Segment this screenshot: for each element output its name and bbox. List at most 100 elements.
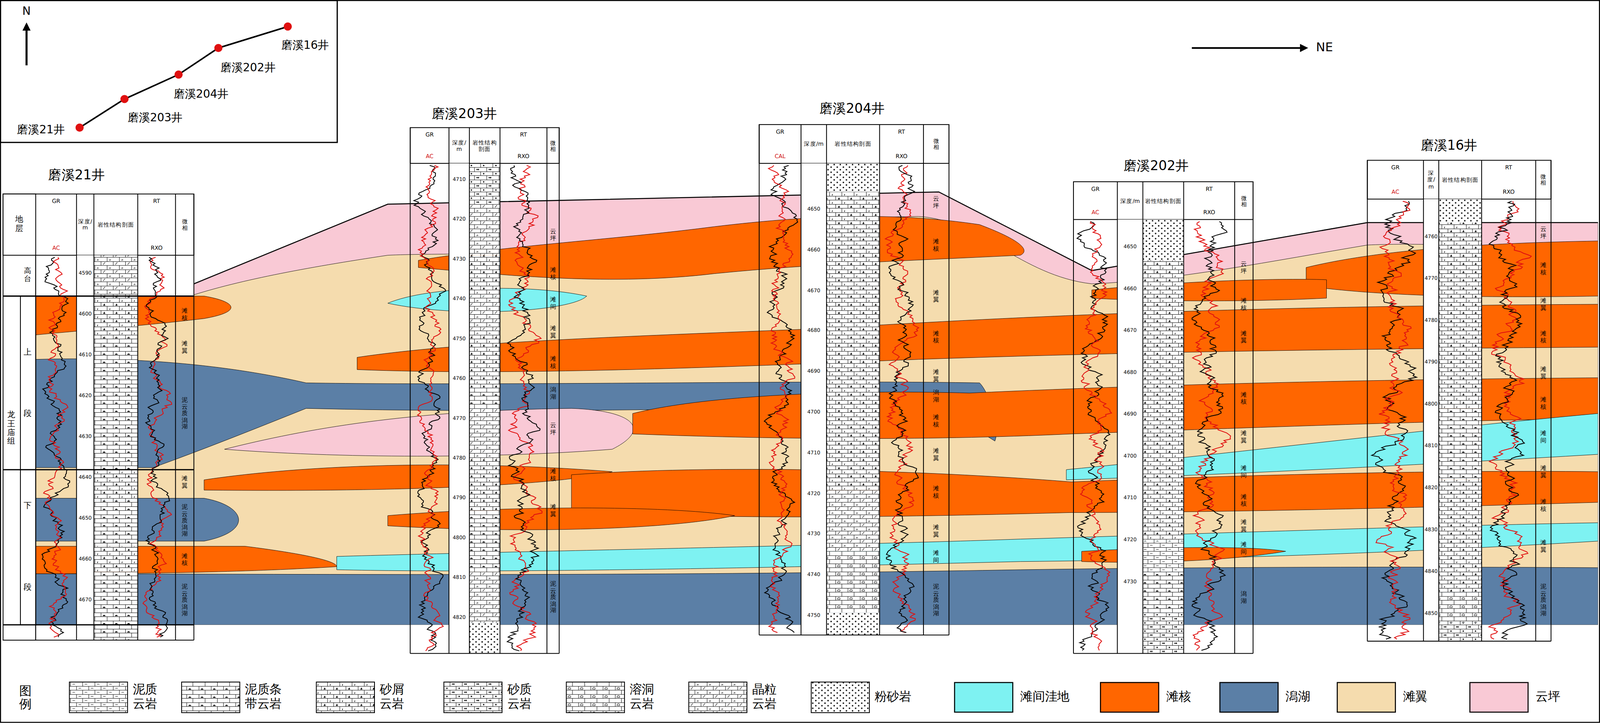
header-box — [1367, 160, 1552, 199]
direction-arrow — [1191, 47, 1307, 49]
strata-name: 段 — [23, 408, 32, 418]
depth-tick: 4850 — [1424, 610, 1438, 617]
section-group — [3, 124, 1598, 713]
facies-label: 滩核 — [933, 330, 940, 344]
column-divider — [1252, 181, 1254, 653]
facies-band — [204, 464, 613, 491]
lithology-segment — [1438, 591, 1482, 623]
depth-tick: 4720 — [807, 490, 821, 497]
lithology-header: 岩性结构剖面 — [1440, 176, 1480, 183]
depth-tick: 4680 — [807, 328, 821, 335]
facies-label: 泥云质潟湖 — [933, 583, 940, 617]
depth-header: 深度/m — [802, 140, 826, 148]
log-curve — [1375, 200, 1412, 639]
depth-tick: 4780 — [452, 455, 466, 462]
legend-pattern — [181, 681, 240, 713]
log-header: AC — [1091, 208, 1100, 216]
header-box — [410, 127, 559, 164]
column-divider — [1423, 160, 1424, 641]
depth-tick: 4710 — [807, 450, 821, 457]
well-title: 磨溪204井 — [819, 101, 885, 117]
depth-column — [801, 163, 827, 635]
log-curve — [145, 257, 170, 637]
log-header: GR — [52, 197, 61, 205]
lithology-segment — [469, 204, 501, 256]
lithology-segment — [1142, 219, 1184, 261]
log-curve — [507, 165, 541, 651]
column-divider — [137, 194, 139, 641]
column-divider — [1073, 181, 1074, 653]
depth-tick: 4740 — [807, 571, 821, 578]
well-dot — [214, 44, 223, 53]
facies-label: 滩核 — [1540, 261, 1547, 276]
column-bottom — [35, 639, 194, 641]
column-divider — [1366, 160, 1368, 641]
depth-tick: 4750 — [807, 612, 821, 619]
depth-tick: 4620 — [78, 392, 92, 399]
column-divider — [1183, 181, 1184, 653]
lithology-segment — [1438, 222, 1482, 409]
legend-text: 潟湖 — [1285, 689, 1310, 704]
lithology-segment — [469, 296, 501, 337]
facies-label: 滩核 — [1540, 396, 1547, 411]
legend-text: 云坪 — [1535, 689, 1560, 704]
strata-boundary — [3, 468, 195, 471]
column-divider — [1550, 160, 1552, 641]
top-line — [194, 191, 1598, 284]
lithology-segment — [469, 408, 501, 460]
well-title: 磨溪202井 — [1123, 158, 1189, 175]
facies-label: 泥云质潟湖 — [181, 583, 188, 617]
strata-divider — [20, 296, 21, 625]
facies-band — [387, 507, 735, 530]
depth-tick: 4760 — [1424, 233, 1438, 240]
column-divider — [1481, 160, 1482, 641]
legend-text: 粉砂岩 — [874, 689, 912, 704]
inset-well: 磨溪203井 — [127, 112, 183, 125]
facies-header: 微相 — [933, 137, 940, 151]
lithology-segment — [469, 459, 501, 511]
strata-name: 下 — [23, 500, 32, 510]
strata-boundary — [3, 295, 195, 297]
column-divider — [93, 194, 95, 641]
depth-tick: 4730 — [807, 531, 821, 538]
well-dot — [174, 70, 183, 79]
depth-tick: 4720 — [452, 216, 466, 223]
legend-swatch — [1219, 681, 1279, 713]
depth-tick: 4800 — [452, 534, 466, 541]
depth-tick: 4730 — [1123, 578, 1137, 585]
depth-tick: 4800 — [1424, 401, 1438, 408]
lithology-segment — [94, 571, 139, 640]
depth-tick: 4640 — [78, 474, 92, 481]
facies-label: 潟湖 — [1240, 590, 1247, 604]
direction-label: NE — [1315, 40, 1333, 55]
depth-tick: 4720 — [1123, 536, 1137, 543]
lithology-header: 岩性结构剖面 — [828, 140, 879, 148]
log-curve — [42, 257, 70, 637]
legend-text: 滩间洼地 — [1020, 689, 1070, 704]
lithology-segment — [826, 612, 880, 635]
well-title: 磨溪21井 — [48, 168, 105, 184]
legend-text: 泥质条带云岩 — [244, 682, 285, 711]
facies-label: 滩核 — [181, 307, 188, 322]
legend-swatch — [1469, 681, 1529, 713]
column-divider — [1438, 160, 1440, 641]
column-divider — [1117, 181, 1118, 653]
facies-label: 滩翼 — [181, 474, 188, 489]
depth-tick: 4840 — [1424, 568, 1438, 575]
column-divider — [826, 124, 828, 635]
facies-label: 泥云质潟湖 — [181, 503, 188, 538]
lithology-segment — [94, 255, 139, 297]
facies-header: 微相 — [182, 218, 188, 231]
log-curve — [886, 165, 919, 633]
facies-label: 滩翼 — [1540, 365, 1547, 380]
log-header: GR — [1391, 164, 1400, 171]
depth-tick: 4830 — [1424, 526, 1438, 533]
lithology-segment — [469, 571, 501, 623]
facies-label: 滩核 — [1240, 391, 1247, 405]
column-divider — [468, 127, 470, 653]
inset-well: 磨溪202井 — [220, 62, 276, 75]
facies-label: 滩翼 — [933, 523, 940, 538]
facies-label: 滩核 — [181, 552, 188, 567]
log-header: RXO — [150, 244, 163, 252]
